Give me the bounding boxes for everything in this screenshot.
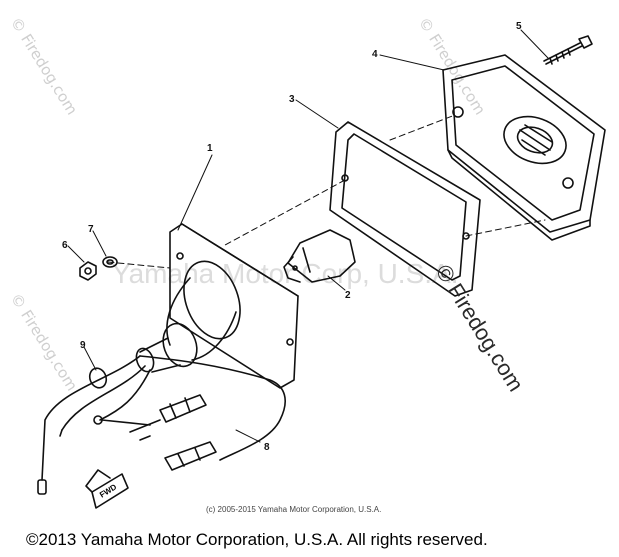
- copyright-main: ©2013 Yamaha Motor Corporation, U.S.A. A…: [26, 530, 488, 549]
- callout-4: 4: [372, 49, 378, 60]
- gasket-part: [329, 121, 481, 297]
- bulb-part: [283, 229, 356, 283]
- copyright-small: (c) 2005-2015 Yamaha Motor Corporation, …: [206, 505, 382, 514]
- callout-1: 1: [207, 143, 213, 154]
- screw-part: [543, 35, 593, 65]
- nut-part: [79, 261, 97, 281]
- lens-housing-part: [442, 54, 606, 241]
- fwd-arrow: [85, 469, 129, 509]
- callout-5: 5: [516, 21, 522, 32]
- callout-8: 8: [264, 442, 270, 453]
- wiring-part: [37, 355, 286, 495]
- callout-7: 7: [88, 224, 94, 235]
- base-plate-part: [135, 223, 299, 389]
- callout-2: 2: [345, 290, 351, 301]
- callout-9: 9: [80, 340, 86, 351]
- callout-6: 6: [62, 240, 68, 251]
- connector-parts: [129, 394, 217, 471]
- washer-part: [102, 256, 118, 268]
- callout-3: 3: [289, 94, 295, 105]
